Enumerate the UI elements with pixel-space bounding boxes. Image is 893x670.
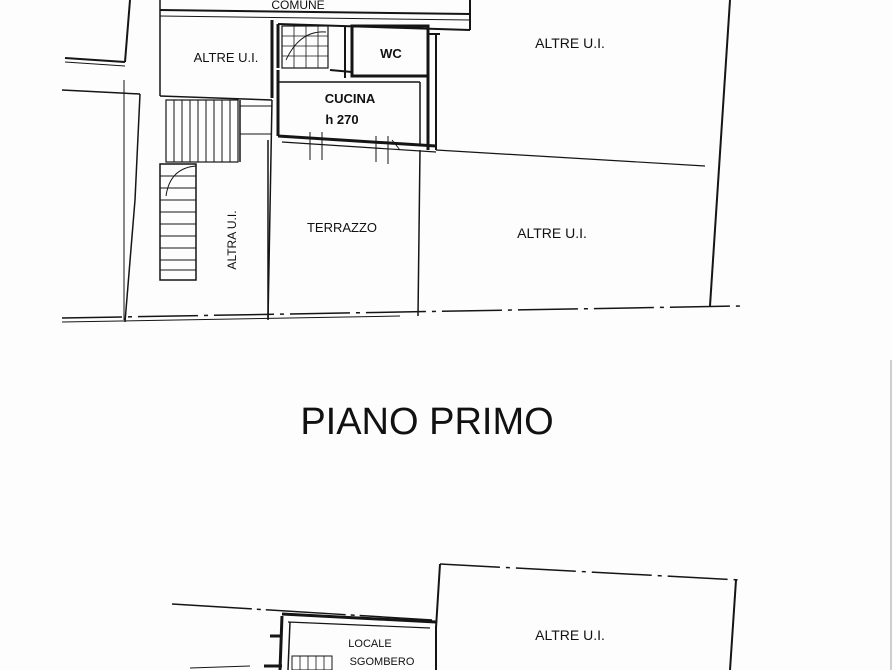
- small-stair: [281, 25, 329, 69]
- kitchen-label: CUCINA: [325, 91, 376, 106]
- kitchen-height-label: h 270: [325, 112, 358, 127]
- other-unit-label-vertical: ALTRA U.I.: [225, 210, 239, 269]
- other-units-label-top-right: ALTRE U.I.: [535, 35, 605, 51]
- section-title: PIANO PRIMO: [300, 401, 553, 443]
- upper-floor-plan: COMUNE ALTRE U.I. WC ALTRE U.I. CUCINA h…: [61, 0, 741, 323]
- central-partitions: [267, 20, 280, 321]
- left-outer-walls: [61, 0, 273, 323]
- storage-room-label-line1: LOCALE: [348, 638, 391, 650]
- main-stair: [159, 99, 272, 281]
- other-units-label-mid-right: ALTRE U.I.: [517, 225, 587, 241]
- right-block-walls: [61, 0, 741, 323]
- wc-room-walls: [329, 24, 440, 150]
- wc-label: WC: [380, 46, 402, 61]
- common-label: COMUNE: [271, 0, 324, 12]
- storage-room-label-line2: SGOMBERO: [350, 656, 415, 668]
- other-units-label-lower: ALTRE U.I.: [535, 627, 605, 643]
- other-units-label-top-left: ALTRE U.I.: [194, 50, 259, 65]
- lower-floor-plan: LOCALE SGOMBERO ALTRE U.I.: [171, 563, 741, 670]
- kitchen-room-walls: [276, 70, 437, 164]
- terrace-label: TERRAZZO: [307, 220, 377, 235]
